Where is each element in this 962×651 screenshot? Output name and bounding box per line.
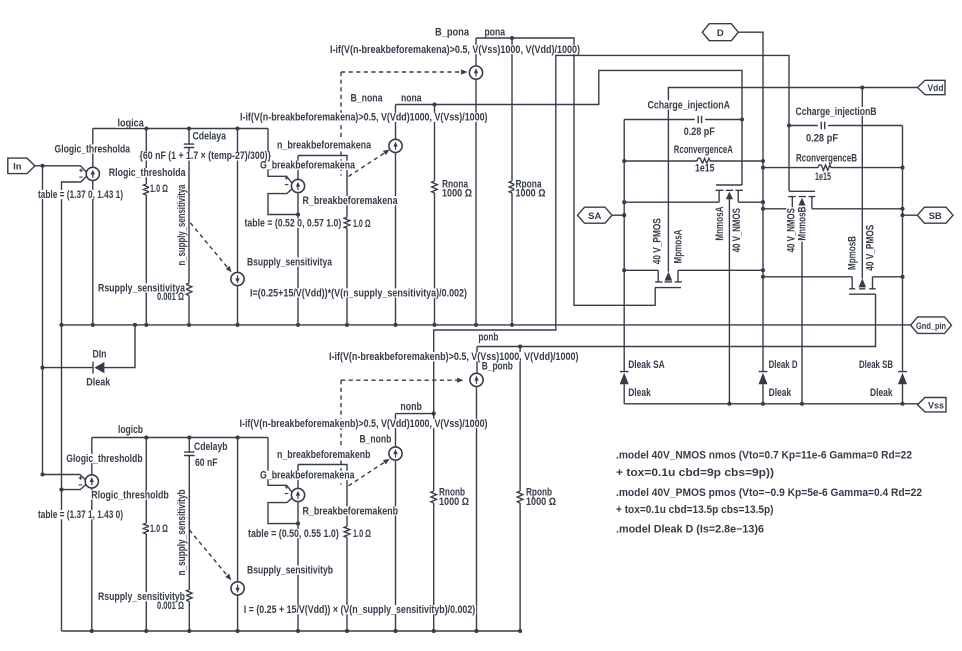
svg-text:0.28 pF: 0.28 pF	[684, 126, 715, 138]
svg-text:40 V_PMOS: 40 V_PMOS	[651, 218, 663, 264]
svg-text:table = (1.37 1, 1.43 0): table = (1.37 1, 1.43 0)	[38, 509, 123, 521]
svg-text:1e15: 1e15	[815, 171, 831, 183]
svg-text:I-if(V(n-breakbeforemakena)>0.: I-if(V(n-breakbeforemakena)>0.5, V(Vss)1…	[330, 44, 580, 56]
svg-text:B_nona: B_nona	[351, 93, 383, 105]
svg-text:0.001 Ω: 0.001 Ω	[157, 600, 184, 612]
svg-text:Vdd: Vdd	[928, 83, 944, 93]
svg-text:+ tox=0.1u cbd=9p cbs=9p)): + tox=0.1u cbd=9p cbs=9p))	[616, 467, 774, 479]
svg-text:.model 40V_PMOS pmos (Vto=−0.9: .model 40V_PMOS pmos (Vto=−0.9 Kp=5e-6 G…	[616, 487, 922, 499]
svg-text:Cdelayb: Cdelayb	[194, 441, 228, 453]
svg-text:40 V_NMOS: 40 V_NMOS	[731, 208, 743, 252]
svg-text:MpmosB: MpmosB	[846, 236, 858, 270]
svg-text:nonb: nonb	[400, 401, 422, 413]
svg-text:n_supply_sensitivityb: n_supply_sensitivityb	[176, 489, 188, 575]
svg-text:0.001 Ω: 0.001 Ω	[157, 291, 184, 303]
svg-text:ponb: ponb	[478, 332, 498, 344]
svg-text:Rlogic_thresholda: Rlogic_thresholda	[109, 167, 186, 179]
svg-text:I-if(V(n-breakbeforemakena)>0.: I-if(V(n-breakbeforemakena)>0.5, V(Vdd)1…	[240, 112, 488, 124]
svg-text:table = (0.52 0, 0.57 1.0): table = (0.52 0, 0.57 1.0)	[245, 217, 342, 229]
svg-text:n_breakbeforemakenb: n_breakbeforemakenb	[277, 449, 371, 461]
svg-text:Dleak D: Dleak D	[769, 359, 798, 371]
svg-text:Dleak: Dleak	[769, 387, 792, 399]
svg-text:B_nonb: B_nonb	[360, 433, 392, 445]
svg-text:logicb: logicb	[118, 424, 143, 436]
svg-text:Rpona: Rpona	[516, 178, 542, 190]
svg-text:Glogic_thresholdb: Glogic_thresholdb	[66, 453, 143, 465]
svg-text:MnmosA: MnmosA	[714, 206, 726, 240]
svg-text:1.0 Ω: 1.0 Ω	[353, 218, 371, 230]
svg-text:SB: SB	[929, 211, 942, 222]
svg-text:.model Dleak D (Is=2.8e−13)6: .model Dleak D (Is=2.8e−13)6	[616, 523, 764, 535]
svg-text:In: In	[13, 161, 22, 172]
svg-text:Rsupply_sensitivitya: Rsupply_sensitivitya	[98, 282, 185, 294]
svg-text:Rnona: Rnona	[442, 178, 468, 190]
svg-text:Dleak: Dleak	[86, 376, 110, 388]
svg-text:Rnonb: Rnonb	[439, 486, 465, 498]
svg-text:Cdelaya: Cdelaya	[193, 131, 227, 143]
svg-text:1e15: 1e15	[695, 163, 715, 175]
svg-text:D: D	[717, 28, 724, 39]
svg-text:1000 Ω: 1000 Ω	[439, 496, 469, 508]
svg-text:G_breakbeforemakena: G_breakbeforemakena	[260, 160, 355, 172]
svg-text:1000 Ω: 1000 Ω	[442, 188, 472, 200]
svg-text:Ccharge_injectionA: Ccharge_injectionA	[648, 99, 731, 111]
svg-text:1000 Ω: 1000 Ω	[526, 496, 556, 508]
svg-text:I-if(V(n-breakbeforemakenb)>0.: I-if(V(n-breakbeforemakenb)>0.5, V(Vss)1…	[329, 351, 579, 363]
svg-text:60 nF: 60 nF	[195, 457, 218, 469]
svg-text:1.0 Ω: 1.0 Ω	[150, 183, 168, 195]
svg-text:Vss: Vss	[928, 400, 944, 410]
svg-text:Dleak SA: Dleak SA	[628, 359, 665, 371]
svg-text:1.0 Ω: 1.0 Ω	[353, 528, 371, 540]
svg-text:40 V_NMOS: 40 V_NMOS	[785, 208, 797, 252]
svg-text:Rlogic_thresholdb: Rlogic_thresholdb	[91, 489, 169, 501]
svg-text:Dleak: Dleak	[628, 387, 651, 399]
svg-text:Glogic_thresholda: Glogic_thresholda	[55, 143, 131, 155]
svg-text:table = (0.50, 0.55 1.0): table = (0.50, 0.55 1.0)	[248, 528, 339, 540]
svg-text:logica: logica	[118, 118, 144, 130]
svg-text:0.28 pF: 0.28 pF	[806, 132, 838, 144]
svg-text:I=(0.25+15/V(Vdd))*(V(n_supply: I=(0.25+15/V(Vdd))*(V(n_supply_sensitivi…	[250, 287, 467, 299]
svg-text:Dleak SB: Dleak SB	[859, 359, 893, 371]
svg-text:nona: nona	[401, 93, 422, 105]
svg-text:Bsupply_sensitivitya: Bsupply_sensitivitya	[247, 256, 332, 268]
svg-text:I-if(V(n-breakbeforemakenb)>0.: I-if(V(n-breakbeforemakenb)>0.5, V(Vdd)1…	[240, 418, 488, 430]
svg-text:Rponb: Rponb	[526, 486, 552, 498]
svg-text:Gnd_pin: Gnd_pin	[916, 321, 946, 331]
svg-text:G_breakbeforemakena: G_breakbeforemakena	[260, 470, 355, 482]
svg-text:MnmosB: MnmosB	[797, 206, 809, 240]
svg-text:R_breakbeforemakena: R_breakbeforemakena	[303, 195, 398, 207]
svg-text:RconvergenceA: RconvergenceA	[674, 144, 733, 156]
svg-text:Rsupply_sensitivityb: Rsupply_sensitivityb	[98, 591, 185, 603]
svg-text:n_breakbeforemakena: n_breakbeforemakena	[277, 139, 371, 151]
svg-text:B_ponb: B_ponb	[482, 361, 513, 373]
svg-text:SA: SA	[588, 211, 601, 222]
svg-text:DIn: DIn	[93, 349, 107, 361]
svg-text:n_supply_sensitivitya: n_supply_sensitivitya	[176, 184, 188, 265]
svg-text:1000 Ω: 1000 Ω	[516, 188, 546, 200]
svg-text:Bsupply_sensitivityb: Bsupply_sensitivityb	[247, 565, 333, 577]
svg-text:40 V_PMOS: 40 V_PMOS	[865, 225, 877, 271]
svg-text:Dleak: Dleak	[870, 387, 893, 399]
svg-text:Ccharge_injectionB: Ccharge_injectionB	[796, 106, 877, 118]
svg-text:{60 nF (1 + 1.7 × (temp-27)/30: {60 nF (1 + 1.7 × (temp-27)/300)}	[140, 150, 272, 162]
svg-text:R_breakbeforemakenb: R_breakbeforemakenb	[303, 505, 399, 517]
svg-text:table = (1.37 0, 1.43 1): table = (1.37 0, 1.43 1)	[38, 189, 123, 201]
svg-text:1.0 Ω: 1.0 Ω	[150, 523, 168, 535]
svg-text:.model 40V_NMOS nmos (Vto=0.7: .model 40V_NMOS nmos (Vto=0.7 Kp=11e-6 G…	[616, 449, 912, 461]
svg-text:MpmosA: MpmosA	[673, 229, 685, 263]
svg-text:pona: pona	[485, 27, 506, 39]
svg-text:RconvergenceB: RconvergenceB	[796, 152, 857, 164]
svg-text:B_pona: B_pona	[435, 27, 469, 39]
svg-text:I = (0.25 + 15/V(Vdd)) × (V(n_: I = (0.25 + 15/V(Vdd)) × (V(n_supply_sen…	[244, 604, 475, 616]
svg-text:+ tox=0.1u cbd=13.5p cbs=13.5p: + tox=0.1u cbd=13.5p cbs=13.5p)	[616, 504, 774, 516]
